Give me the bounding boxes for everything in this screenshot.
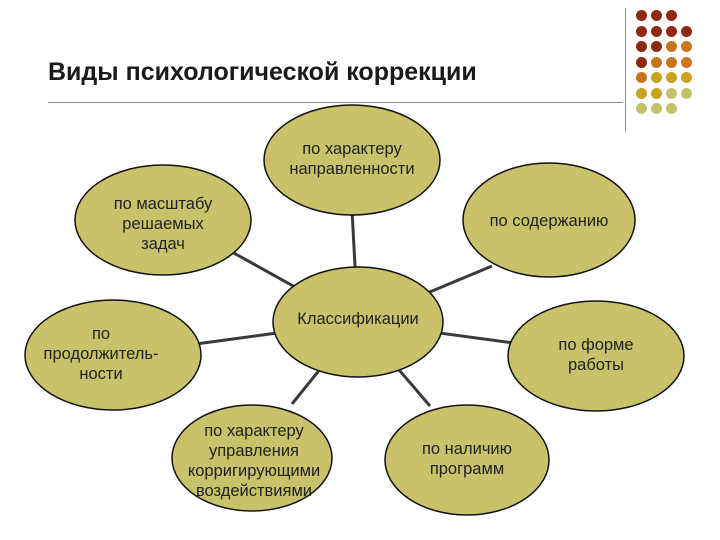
decor-dot <box>636 72 647 83</box>
decor-dot <box>636 10 647 21</box>
decor-dot <box>651 25 662 37</box>
node-by-task-scale: по масштабу решаемых задач <box>68 170 258 280</box>
decor-dot <box>636 41 647 52</box>
ellipse-direction <box>263 104 441 216</box>
decor-dot <box>666 72 677 83</box>
decor-dot <box>651 87 662 99</box>
decor-dot <box>666 87 677 99</box>
node-by-direction: по характеру направленности <box>257 105 447 215</box>
node-by-programs: по наличию программ <box>372 405 562 515</box>
node-label: по характеру направленности <box>289 140 415 178</box>
decor-dot <box>651 72 662 83</box>
node-center-classification: Классификации <box>263 265 453 375</box>
node-label: по характеру управления корригирующими в… <box>187 422 321 500</box>
decor-dot <box>681 56 692 68</box>
decor-dot <box>681 87 692 99</box>
ellipse-duration <box>24 299 202 411</box>
node-label: Классификации <box>297 310 419 329</box>
node-label: по масштабу решаемых задач <box>113 195 213 253</box>
node-label: по форме работы <box>558 336 634 374</box>
decor-dot <box>636 103 647 114</box>
decor-dot <box>666 41 677 52</box>
decor-dot <box>681 41 692 52</box>
node-by-duration: по продолжитель- ности <box>6 300 196 410</box>
node-label: по продолжитель- ности <box>43 325 159 383</box>
decor-dot <box>681 25 692 37</box>
ellipse-center <box>272 266 444 378</box>
decor-dot <box>651 10 662 21</box>
decor-dot <box>666 56 677 68</box>
ellipse-management <box>171 404 333 512</box>
ellipse-scale <box>74 164 252 276</box>
decor-dot <box>666 10 677 21</box>
decor-dot <box>651 41 662 52</box>
decor-dot <box>666 103 677 114</box>
decor-dot <box>666 25 677 37</box>
ellipse-programs <box>384 404 550 516</box>
decor-vertical-rule <box>625 8 626 132</box>
decor-dot <box>651 103 662 114</box>
node-label: по наличию программ <box>421 440 513 478</box>
title-underline <box>48 102 623 103</box>
decor-dot <box>636 25 647 37</box>
node-by-management: по характеру управления корригирующими в… <box>159 407 349 517</box>
decor-dot <box>636 87 647 99</box>
node-label: по содержанию <box>489 212 609 231</box>
slide-title: Виды психологической коррекции <box>48 58 477 86</box>
decor-dot <box>651 56 662 68</box>
node-by-content: по содержанию <box>454 167 644 277</box>
decor-dot <box>636 56 647 68</box>
ellipse-content <box>462 162 636 278</box>
decor-dot <box>681 72 692 83</box>
ellipse-form <box>507 300 685 412</box>
node-by-work-form: по форме работы <box>501 301 691 411</box>
